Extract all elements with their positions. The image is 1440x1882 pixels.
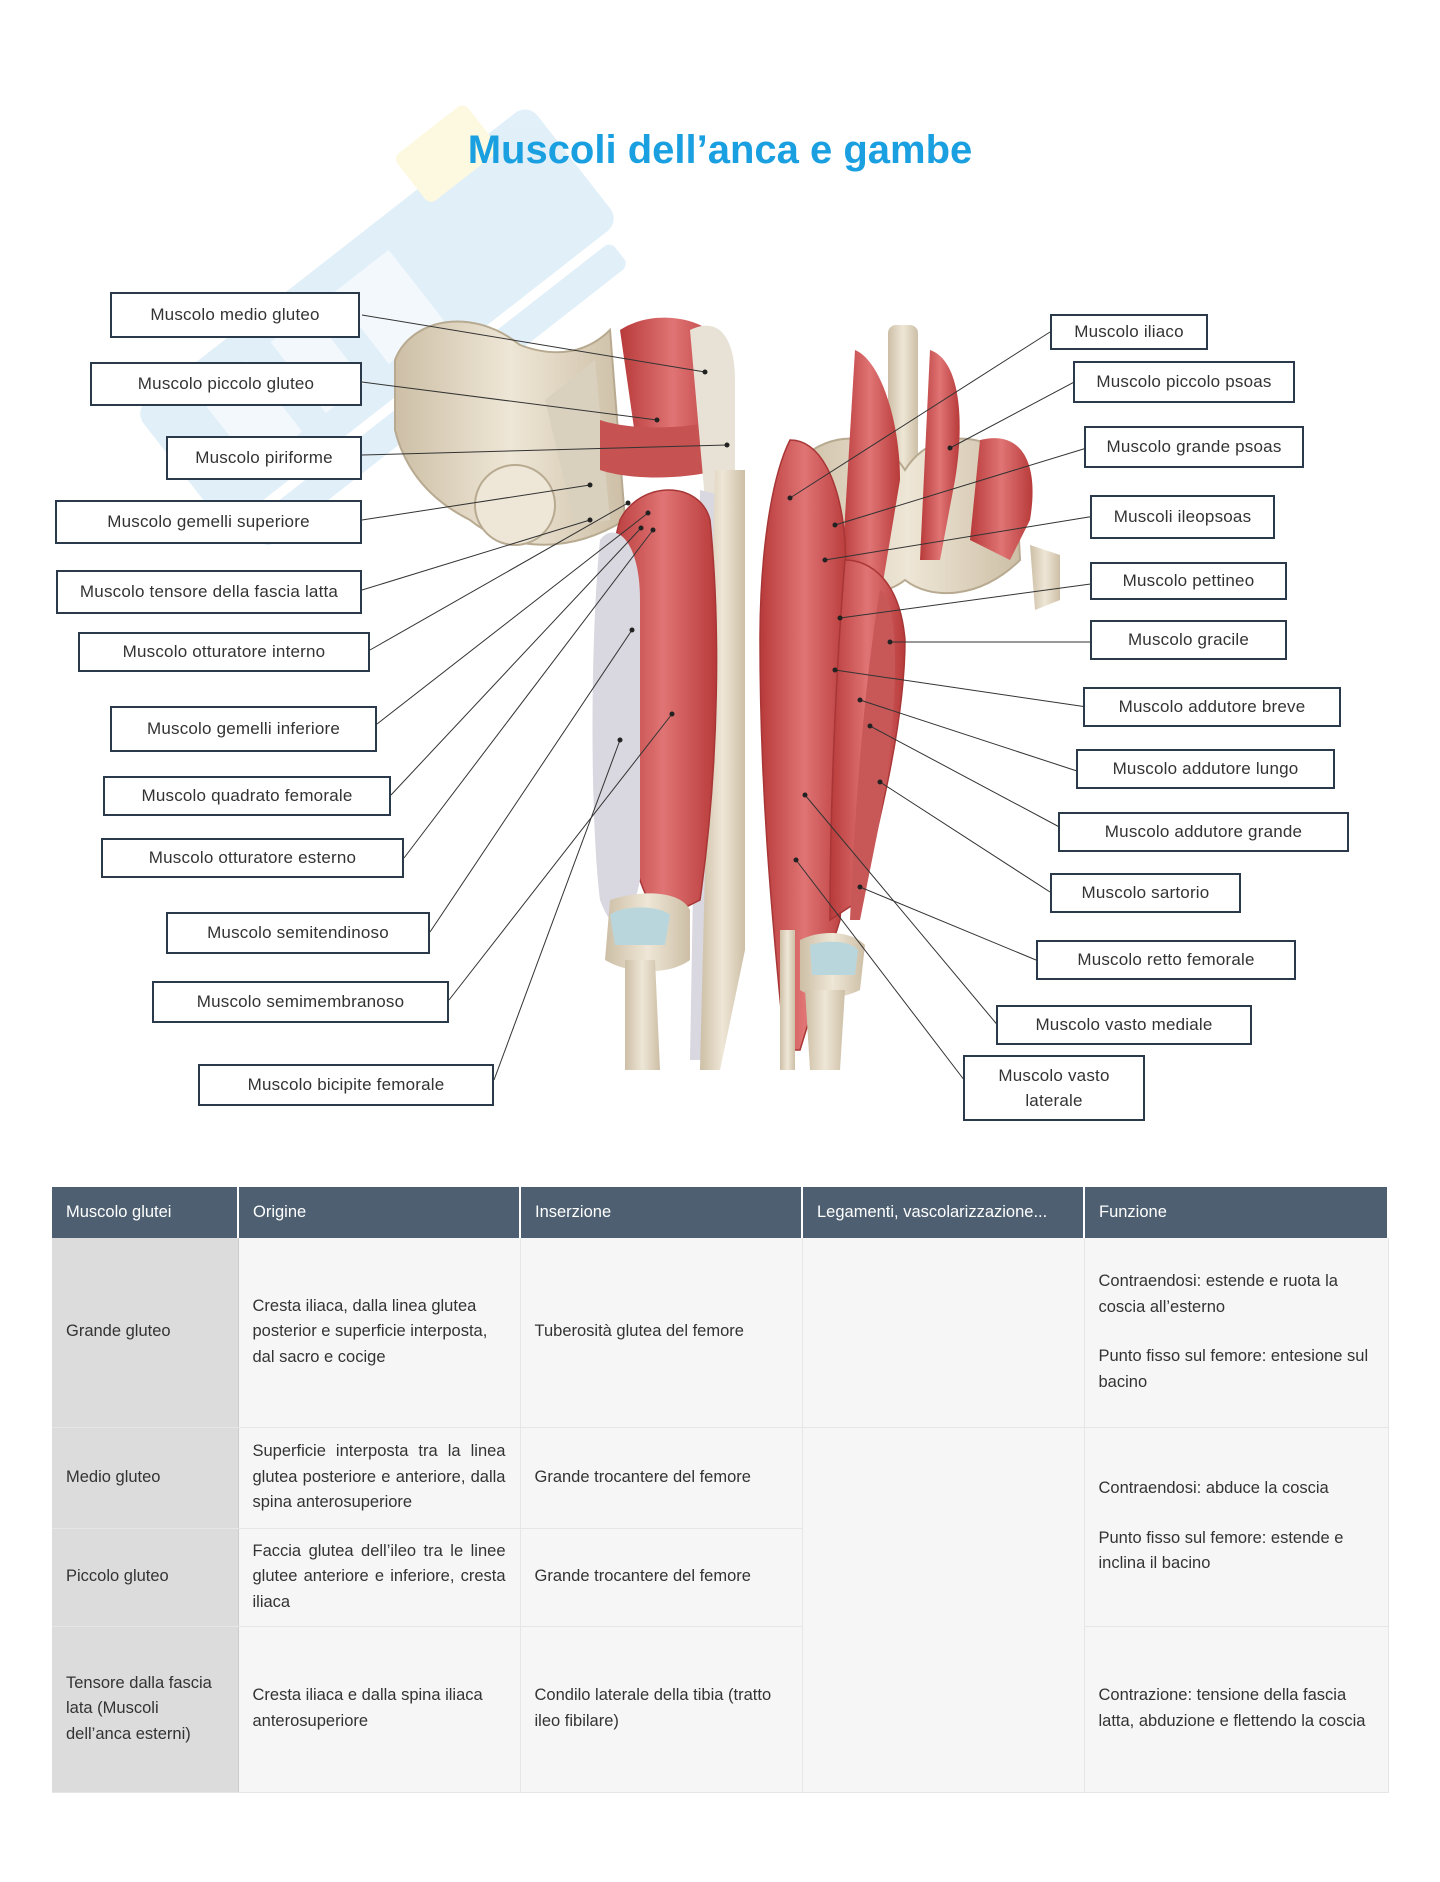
cell-insertion: Grande trocantere del femore — [520, 1528, 802, 1626]
label-medio-gluteo: Muscolo medio gluteo — [110, 292, 360, 338]
cell-name: Medio gluteo — [52, 1427, 238, 1528]
label-semimembranoso: Muscolo semimembranoso — [152, 981, 449, 1023]
table-header-row: Muscolo glutei Origine Inserzione Legame… — [52, 1187, 1388, 1238]
cell-function: Contraendosi: estende e ruota la coscia … — [1084, 1238, 1388, 1427]
cell-ligaments — [802, 1427, 1084, 1792]
label-pettineo: Muscolo pettineo — [1090, 562, 1287, 600]
cell-origin: Faccia glutea dell’ileo tra le linee glu… — [238, 1528, 520, 1626]
cell-insertion: Condilo laterale della tibia (tratto ile… — [520, 1626, 802, 1792]
label-bicipite-femorale: Muscolo bicipite femorale — [198, 1064, 494, 1106]
cell-insertion: Grande trocantere del femore — [520, 1427, 802, 1528]
cell-insertion: Tuberosità glutea del femore — [520, 1238, 802, 1427]
header-inserzione: Inserzione — [520, 1187, 802, 1238]
label-adduttore-lungo: Muscolo addutore lungo — [1076, 749, 1335, 789]
label-gemelli-superiore: Muscolo gemelli superiore — [55, 500, 362, 544]
posterior-view — [395, 318, 745, 1070]
cell-name: Grande gluteo — [52, 1238, 238, 1427]
label-vasto-laterale: Muscolo vasto laterale — [963, 1055, 1145, 1121]
label-otturatore-esterno: Muscolo otturatore esterno — [101, 838, 404, 878]
label-piriforme: Muscolo piriforme — [166, 436, 362, 480]
label-adduttore-grande: Muscolo addutore grande — [1058, 812, 1349, 852]
function-text: Punto fisso sul femore: entesione sul ba… — [1099, 1347, 1369, 1391]
label-iliaco: Muscolo iliaco — [1050, 314, 1208, 350]
cell-origin: Cresta iliaca e dalla spina iliaca anter… — [238, 1626, 520, 1792]
cell-name: Tensore dalla fascia lata (Muscoli dell’… — [52, 1626, 238, 1792]
label-grande-psoas: Muscolo grande psoas — [1084, 426, 1304, 468]
label-tensore-fascia-latta: Muscolo tensore della fascia latta — [56, 570, 362, 614]
header-muscolo: Muscolo glutei — [52, 1187, 238, 1238]
label-retto-femorale: Muscolo retto femorale — [1036, 940, 1296, 980]
cell-origin: Cresta iliaca, dalla linea glutea poster… — [238, 1238, 520, 1427]
anterior-view — [760, 325, 1060, 1070]
label-sartorio: Muscolo sartorio — [1050, 873, 1241, 913]
label-gemelli-inferiore: Muscolo gemelli inferiore — [110, 706, 377, 752]
label-piccolo-psoas: Muscolo piccolo psoas — [1073, 361, 1295, 403]
label-adduttore-breve: Muscolo addutore breve — [1083, 687, 1341, 727]
function-text: Punto fisso sul femore: estende e inclin… — [1099, 1529, 1344, 1573]
label-semitendinoso: Muscolo semitendinoso — [166, 912, 430, 954]
header-origine: Origine — [238, 1187, 520, 1238]
label-otturatore-interno: Muscolo otturatore interno — [78, 632, 370, 672]
cell-ligaments — [802, 1238, 1084, 1427]
gluteal-muscles-table: Muscolo glutei Origine Inserzione Legame… — [52, 1187, 1389, 1793]
table-row: Medio gluteo Superficie interposta tra l… — [52, 1427, 1388, 1528]
label-ileopsoas: Muscoli ileopsoas — [1090, 495, 1275, 539]
function-text: Contraendosi: estende e ruota la coscia … — [1099, 1272, 1338, 1316]
cell-name: Piccolo gluteo — [52, 1528, 238, 1626]
cell-function: Contrazione: tensione della fascia latta… — [1084, 1626, 1388, 1792]
header-legamenti: Legamenti, vascolarizzazione... — [802, 1187, 1084, 1238]
header-funzione: Funzione — [1084, 1187, 1388, 1238]
label-quadrato-femorale: Muscolo quadrato femorale — [103, 776, 391, 816]
cell-function: Contraendosi: abduce la coscia Punto fis… — [1084, 1427, 1388, 1626]
label-vasto-mediale: Muscolo vasto mediale — [996, 1005, 1252, 1045]
label-piccolo-gluteo: Muscolo piccolo gluteo — [90, 362, 362, 406]
cell-origin: Superficie interposta tra la linea glute… — [238, 1427, 520, 1528]
label-gracile: Muscolo gracile — [1090, 620, 1287, 660]
table-row: Tensore dalla fascia lata (Muscoli dell’… — [52, 1626, 1388, 1792]
function-text: Contraendosi: abduce la coscia — [1099, 1479, 1329, 1497]
table-row: Grande gluteo Cresta iliaca, dalla linea… — [52, 1238, 1388, 1427]
